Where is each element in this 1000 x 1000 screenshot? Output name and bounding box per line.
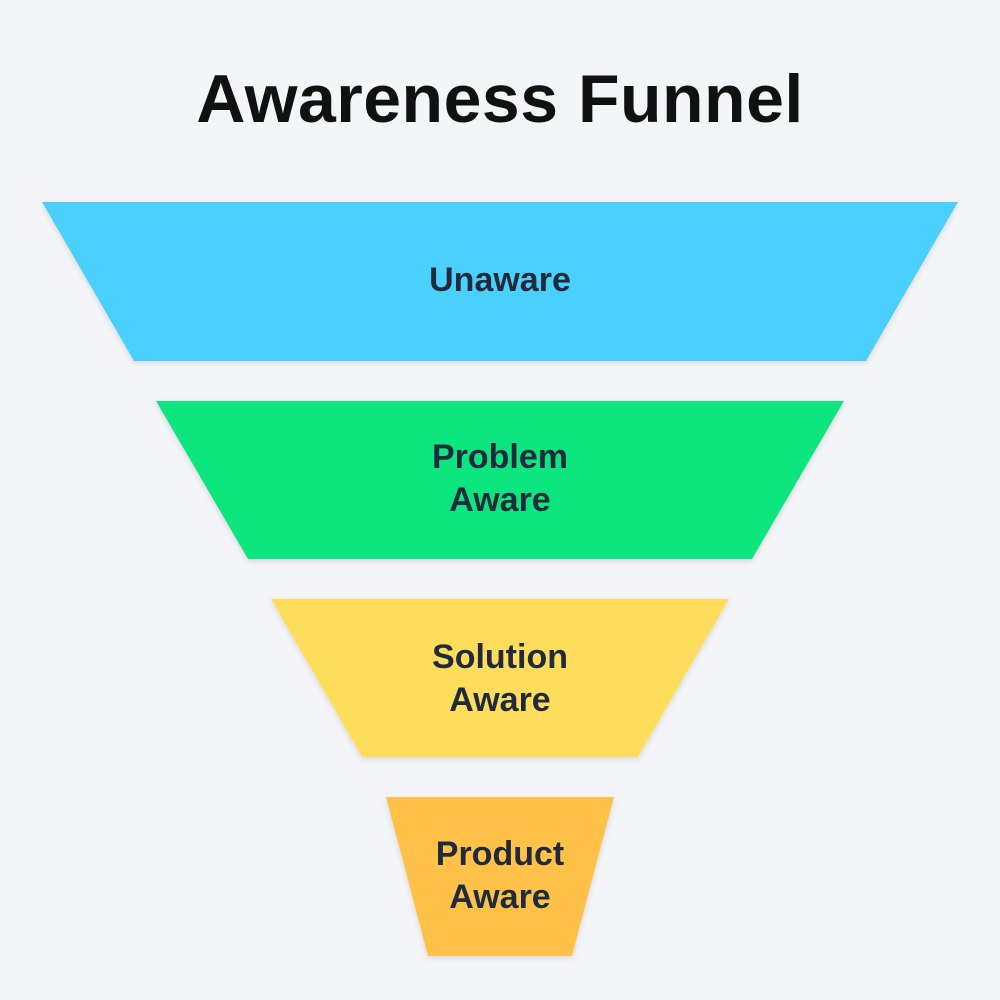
funnel-stage-problem-aware	[156, 401, 844, 559]
stage-label-line: Product	[435, 835, 565, 873]
stage-label-line: Unaware	[429, 261, 571, 299]
stage-label-unaware: Unaware	[0, 259, 1000, 302]
funnel-stage-unaware	[42, 202, 958, 361]
funnel-stage-solution-aware	[271, 599, 729, 757]
stage-label-line: Solution	[432, 638, 568, 676]
stage-label-solution-aware: Solution Aware	[0, 636, 1000, 722]
stage-label-line: Aware	[449, 878, 551, 916]
stage-label-product-aware: Product Aware	[0, 833, 1000, 919]
stage-label-line: Aware	[449, 481, 551, 519]
stage-label-problem-aware: Problem Aware	[0, 436, 1000, 522]
stage-label-line: Aware	[449, 681, 551, 719]
stage-label-line: Problem	[431, 438, 569, 476]
funnel-title: Awareness Funnel	[196, 61, 804, 137]
funnel-stage-product-aware	[386, 797, 614, 956]
